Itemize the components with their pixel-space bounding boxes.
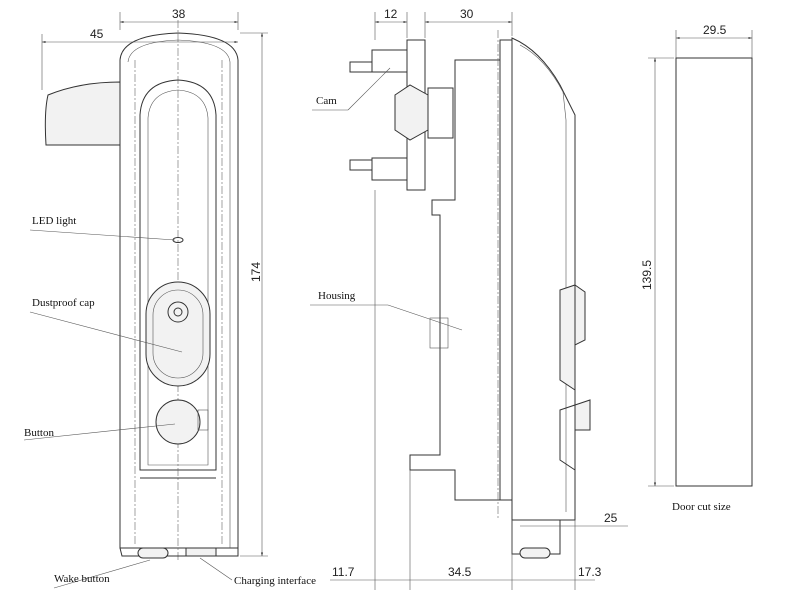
charging-port-shape [185,547,217,557]
label-housing: Housing [318,290,356,302]
handle-groove [139,79,217,471]
label-dustproof-cap: Dustproof cap [32,297,95,309]
dim-front-height: 174 [249,262,263,282]
label-button: Button [24,427,54,439]
label-door-cut-size: Door cut size [672,501,731,513]
side-view: 12 30 11.7 34.5 17.3 25 Cam Housing [310,7,628,590]
dim-front-width: 38 [172,7,186,21]
handle-lever [44,81,121,146]
label-cam: Cam [316,95,337,107]
keyhole-icon [167,301,189,323]
handle-profile [511,37,576,521]
dim-side-b3: 17.3 [578,565,602,579]
dim-side-b1: 11.7 [332,565,355,579]
dim-side-cam: 12 [384,7,398,21]
dim-cut-width: 29.5 [703,23,727,37]
dim-side-25: 25 [604,511,618,525]
label-charging-interface: Charging interface [234,575,316,587]
cam-lower [371,157,408,181]
dustproof-cap [145,281,211,387]
dim-front-handle: 45 [90,27,104,41]
door-cut-rect [675,57,753,487]
wake-button-shape [137,547,169,559]
front-view: 38 45 174 LED light Dustproof cap Button… [23,7,316,589]
door-cut-view: 29.5 139.5 Door cut size [640,23,753,513]
dim-cut-height: 139.5 [640,260,654,290]
dim-side-b2: 34.5 [448,565,472,579]
label-led-light: LED light [32,215,76,227]
dim-side-top: 30 [460,7,474,21]
label-wake-button: Wake button [54,573,110,585]
button-circle [155,399,201,445]
